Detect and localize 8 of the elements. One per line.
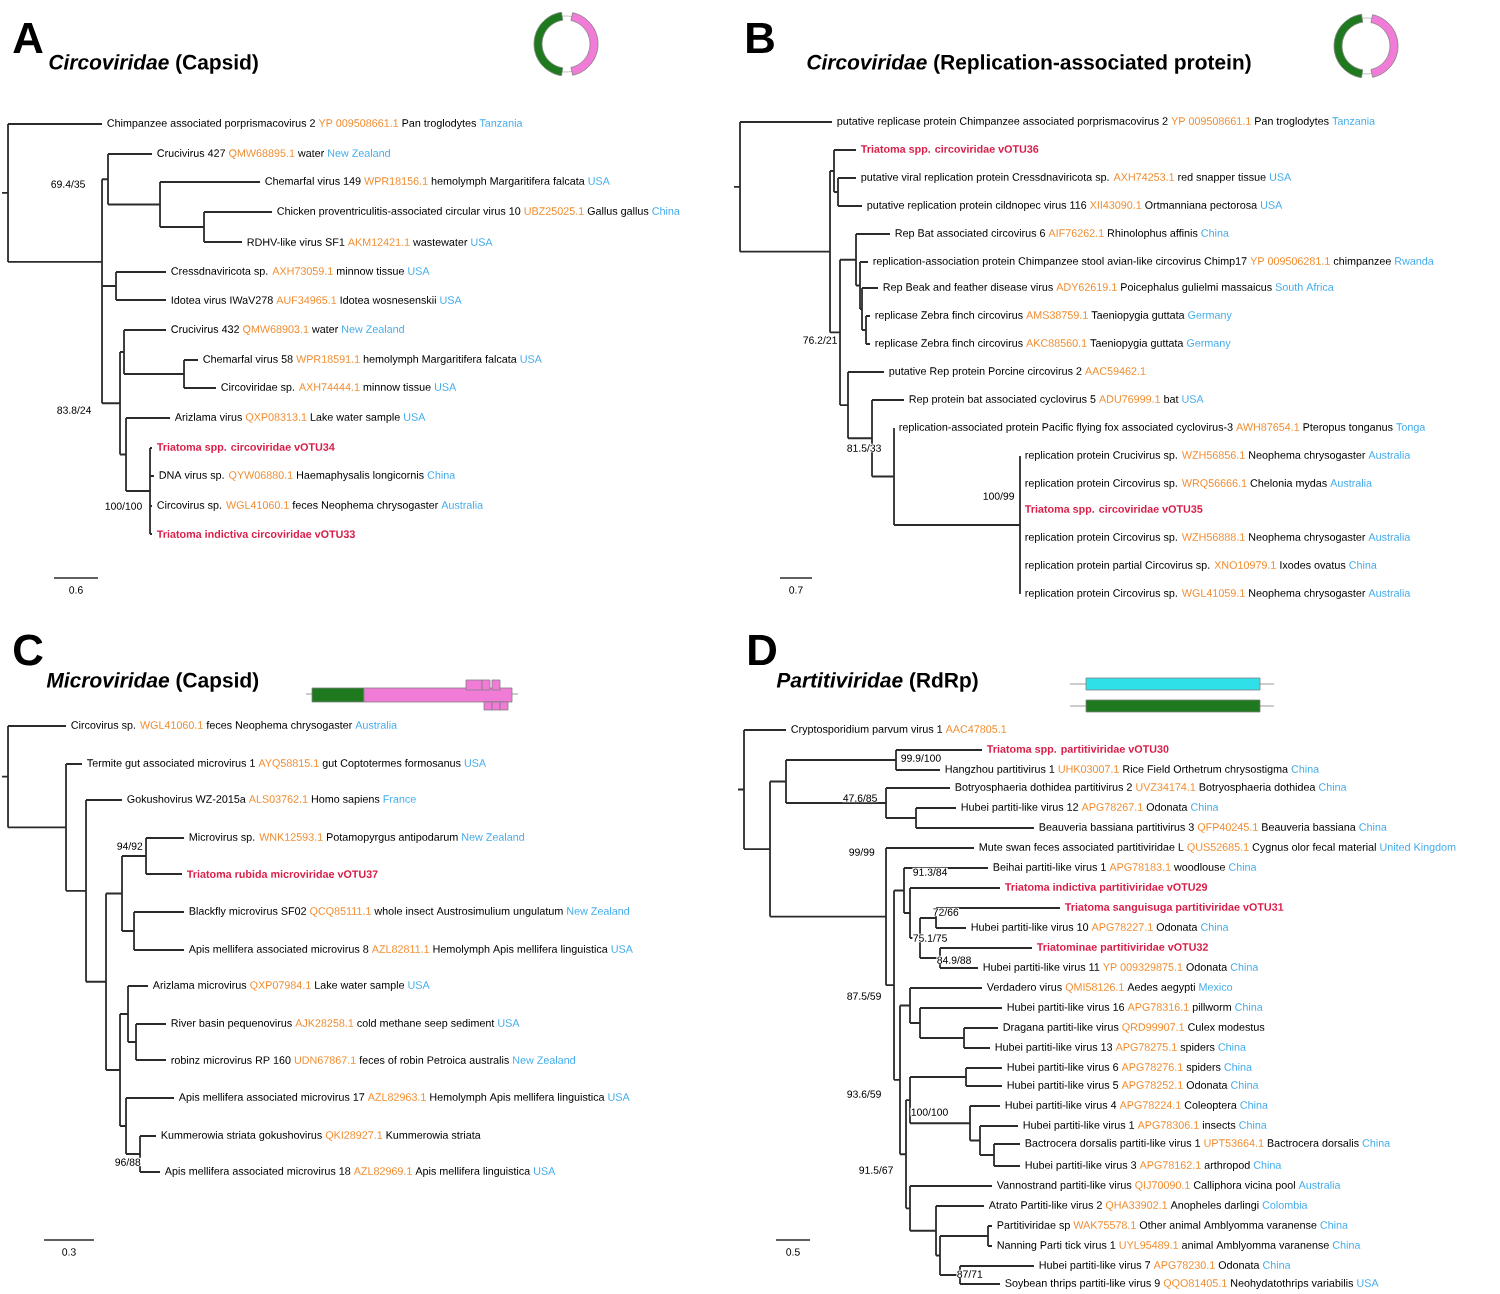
panel-letter: D xyxy=(749,634,776,666)
panel-title: Circoviridae (Replication-associated protein) xyxy=(807,54,1251,74)
panel-letter: A xyxy=(13,22,43,54)
panel-title: Partitiviridae (RdRp) xyxy=(776,672,978,692)
panel-letter: C xyxy=(14,634,43,666)
panel-title: Circoviridae (Capsid) xyxy=(49,54,258,74)
panel-title: Microviridae (Capsid) xyxy=(46,672,259,692)
panel-letter: B xyxy=(747,22,774,54)
